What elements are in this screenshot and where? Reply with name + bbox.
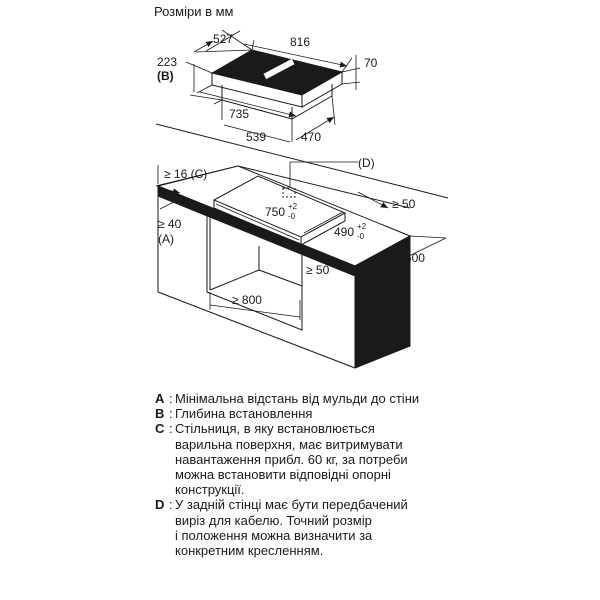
dim-d-label: (D) [358,156,375,170]
install-dimension-lines [157,161,447,320]
dim-490-tol-minus: -0 [357,232,365,241]
legend-item-c: C: Стільниця, в яку встановлюється варил… [155,421,408,498]
hob-top-view [210,49,344,120]
dim-750-tol-plus: +2 [288,202,298,211]
dim-16-c: ≥ 16 (C) [164,167,207,181]
legend-text: конструкції. [175,482,245,498]
dim-600: ≥ 600 [395,251,425,265]
dim-735: 735 [229,107,249,121]
legend-text: і положення можна визначити за [175,527,373,543]
dim-470: 470 [301,130,321,144]
dim-70: 70 [364,56,378,70]
legend-text: виріз для кабелю. Точний розмір [175,512,372,528]
page-title: Розміри в мм [154,4,234,19]
legend-key: B [155,406,165,422]
dim-223: 223 [157,55,177,69]
top-dimension-lines [185,29,361,143]
dim-750-tol-minus: -0 [288,212,296,221]
dim-b-label: (B) [157,69,174,83]
legend-text: У задній стінці має бути передбачений [175,497,408,513]
legend-text: Стільниця, в яку встановлюється [175,421,375,437]
legend-text: Мінімальна відстань від мульди до стіни [175,391,420,406]
cable-cutout-d [282,187,296,198]
dim-539: 539 [246,130,266,144]
legend-text: варильна поверхня, має витримувати [175,436,403,452]
legend-text: Глибина встановлення [175,406,313,422]
legend-text: можна встановити відповідні опорні [175,467,391,483]
legend-item-d: D: У задній стінці має бути передбачений… [155,497,408,559]
dim-50-right: ≥ 50 [392,197,416,211]
dim-40: ≥ 40 [158,217,182,231]
legend-text: навантаження прибл. 60 кг, за потреби [175,451,408,467]
countertop-and-cabinet [155,123,449,369]
dim-527: 527 [213,32,233,46]
dim-50-lower: ≥ 50 [306,263,330,277]
legend-item-a: A: Мінімальна відстань від мульди до сті… [155,391,420,406]
vent-slot [263,58,295,80]
dim-750: 750 [265,205,285,219]
dim-816: 816 [290,35,310,49]
legend-text: конкретним кресленням. [175,543,324,559]
legend-item-b: B: Глибина встановлення [155,406,313,422]
cabinet-right-side [354,245,411,369]
legend-key: A [155,391,165,406]
dim-800: ≥ 800 [232,293,262,307]
legend-key: D [155,497,165,513]
legend: A: Мінімальна відстань від мульди до сті… [155,391,455,558]
dim-490-tol-plus: +2 [357,222,367,231]
legend-key: C [155,421,165,437]
dim-490: 490 [334,225,354,239]
dim-a-label: (A) [158,232,174,246]
